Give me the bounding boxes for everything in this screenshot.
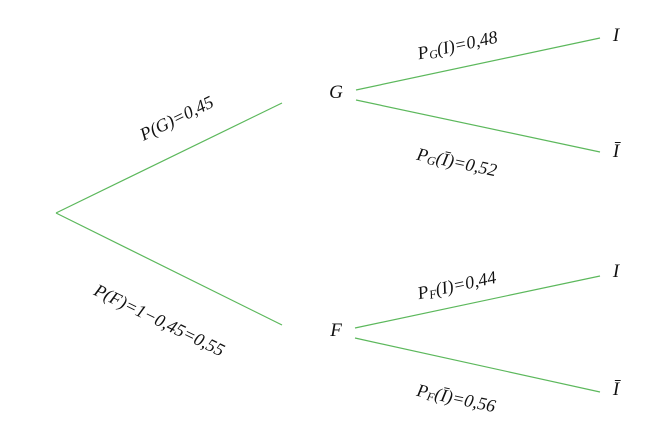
branch-root-G — [55, 102, 283, 214]
leaf-G-Ibar: Ī — [612, 141, 620, 162]
leaf-G-I: I — [612, 25, 620, 46]
node-F: F — [330, 320, 342, 341]
leaf-F-I: I — [612, 261, 620, 282]
branch-F-Ibar — [354, 337, 601, 393]
branch-G-Ibar — [355, 99, 601, 153]
leaf-F-Ibar: Ī — [612, 379, 620, 400]
branch-root-F — [55, 212, 283, 326]
branch-F-I — [354, 275, 601, 329]
node-G: G — [329, 82, 343, 103]
branch-G-I — [355, 37, 601, 91]
